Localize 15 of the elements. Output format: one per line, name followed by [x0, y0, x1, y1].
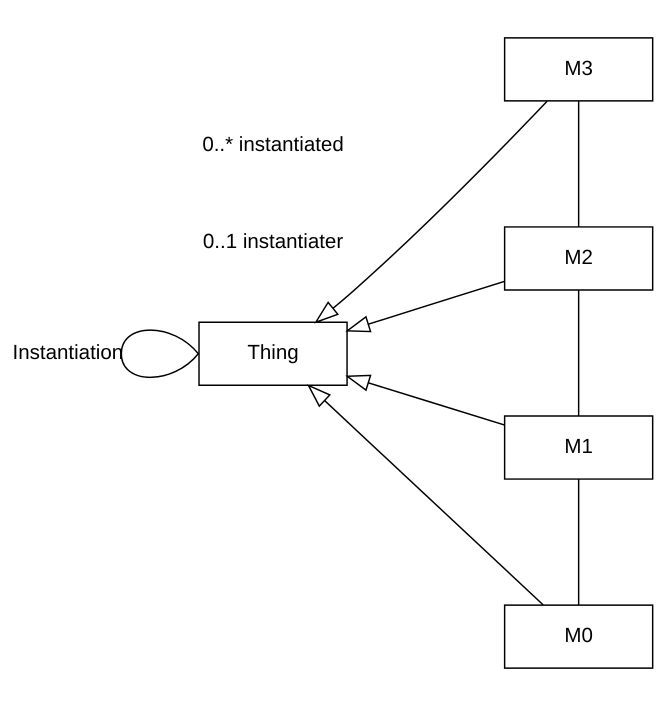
node-box: Thing [198, 320, 348, 386]
arrow [345, 280, 505, 332]
connector [578, 100, 580, 226]
arrow [306, 384, 544, 605]
arrow [345, 374, 505, 426]
arrow [314, 100, 548, 324]
node-box: M3 [504, 36, 654, 102]
node-box: M1 [504, 414, 654, 480]
node-box: M2 [504, 226, 654, 290]
label: 0..* instantiated [202, 132, 344, 156]
connector [578, 479, 580, 604]
node-box: M0 [504, 604, 654, 668]
label: 0..1 instantiater [202, 229, 344, 252]
connector [578, 290, 580, 416]
connector [120, 328, 199, 378]
